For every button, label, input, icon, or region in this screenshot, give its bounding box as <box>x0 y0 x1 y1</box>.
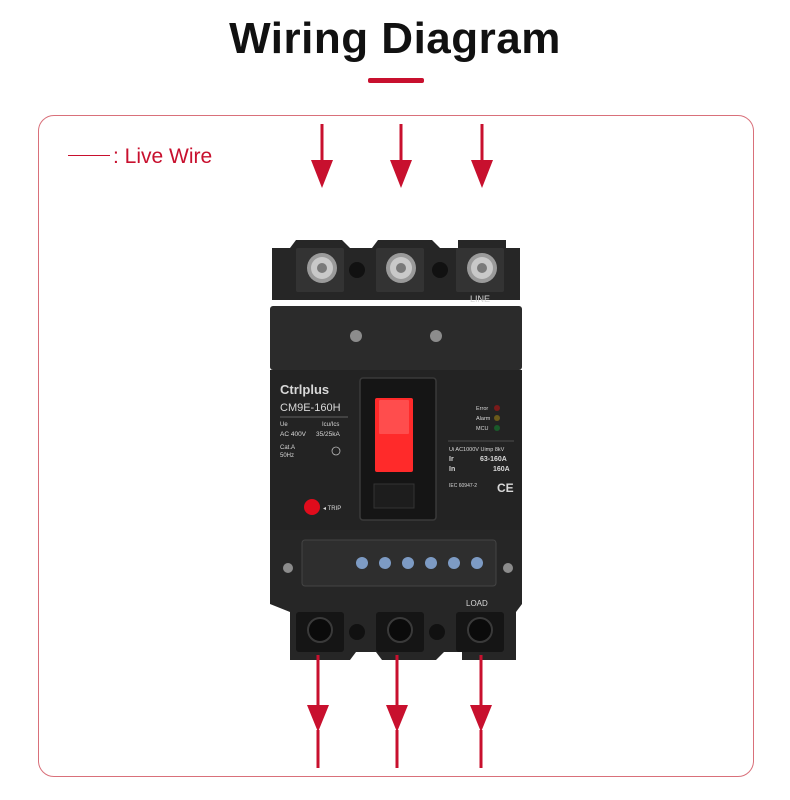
output-arrow-l1 <box>307 705 329 732</box>
output-terminal-icon <box>467 617 493 643</box>
page-title: Wiring Diagram <box>229 14 561 63</box>
in-symbol: In <box>449 466 455 473</box>
insulation-spec: Ui AC1000V Uimp 8kV <box>449 447 505 453</box>
line-label: LINE <box>470 294 490 304</box>
ir-value: 63-160A <box>480 456 507 463</box>
diagram-frame <box>38 115 754 777</box>
live-wire-legend-line <box>68 154 110 157</box>
error-led-icon <box>494 405 500 411</box>
dial-icon[interactable] <box>448 557 460 569</box>
output-arrow-l3 <box>470 705 492 732</box>
ir-symbol: Ir <box>449 456 454 463</box>
legend: : Live Wire <box>68 145 212 169</box>
dial-icon[interactable] <box>379 557 391 569</box>
spec-icu: Icu/Ics <box>322 422 339 428</box>
terminal-screw-icon <box>467 253 497 283</box>
brand-label: Ctrlplus <box>280 382 329 397</box>
standard-label: IEC 60947-2 <box>449 483 477 489</box>
trip-button[interactable] <box>304 499 320 515</box>
adjustment-dials <box>356 557 483 569</box>
status-error: Error <box>476 406 488 412</box>
title-underline <box>368 78 424 83</box>
status-mcu: MCU <box>476 426 489 432</box>
dial-icon[interactable] <box>402 557 414 569</box>
spec-ue: Ue <box>280 422 288 428</box>
spec-cat: Cat.A <box>280 445 295 451</box>
terminal-screw-icon <box>307 253 337 283</box>
input-arrow-l3 <box>471 160 493 188</box>
input-wires <box>311 124 493 188</box>
ce-mark-icon: CE <box>497 481 514 495</box>
dial-icon[interactable] <box>425 557 437 569</box>
model-label: CM9E-160H <box>280 402 341 414</box>
dial-icon[interactable] <box>356 557 368 569</box>
circuit-breaker: LINE Ctrlplus CM9E-160H Ue Icu/Ics AC 40… <box>270 240 522 660</box>
terminal-screw-icon <box>386 253 416 283</box>
in-value: 160A <box>493 466 510 473</box>
trip-label: ◂ TRIP <box>323 506 341 512</box>
spec-rating: 35/25kA <box>316 431 341 438</box>
load-label: LOAD <box>466 599 488 608</box>
output-arrow-l2 <box>386 705 408 732</box>
alarm-led-icon <box>494 415 500 421</box>
upper-cover <box>270 306 522 370</box>
spec-voltage: AC 400V <box>280 431 307 438</box>
mcu-led-icon <box>494 425 500 431</box>
input-arrow-l2 <box>390 160 412 188</box>
output-terminal-icon <box>307 617 333 643</box>
spec-freq: 50Hz <box>280 453 294 459</box>
legend-label: : Live Wire <box>113 145 213 168</box>
disconnector-symbol-icon <box>331 446 341 456</box>
output-terminal-icon <box>387 617 413 643</box>
output-wires <box>307 655 492 768</box>
dial-icon[interactable] <box>471 557 483 569</box>
status-alarm: Alarm <box>476 416 491 422</box>
input-arrow-l1 <box>311 160 333 188</box>
